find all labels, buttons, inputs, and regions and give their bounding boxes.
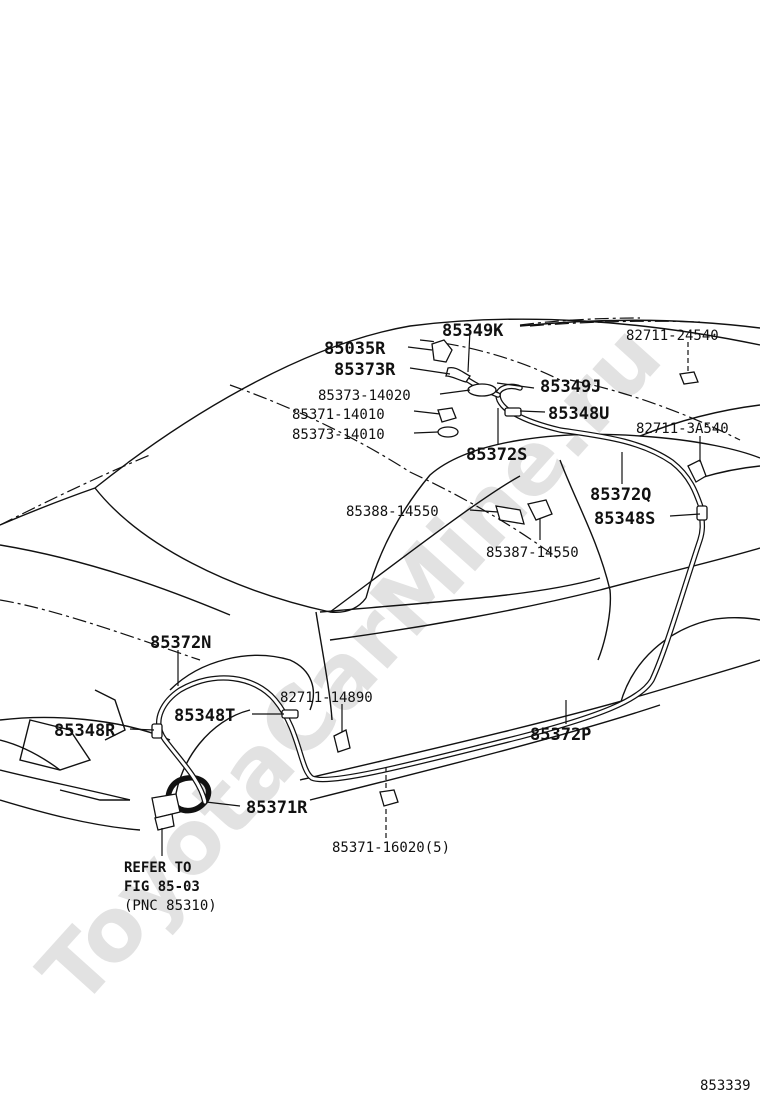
- reference-note: REFER TO FIG 85-03 (PNC 85310): [124, 860, 217, 914]
- small-parts: [151, 339, 707, 831]
- bracket-85387-14550: [527, 499, 553, 521]
- figure-id: 853339: [700, 1078, 751, 1094]
- note-line-3: (PNC 85310): [124, 898, 217, 914]
- label-85348U: 85348U: [548, 404, 609, 424]
- phantom-lines: [0, 317, 741, 661]
- label-82711-24540: 82711-24540: [626, 328, 719, 344]
- joint-85348U: [504, 407, 522, 417]
- joint-85348T: [281, 709, 299, 719]
- joint-85348R: [151, 723, 163, 739]
- note-line-1: REFER TO: [124, 860, 191, 876]
- grommet-85373-14020: [467, 383, 497, 397]
- label-82711-14890: 82711-14890: [280, 690, 373, 706]
- label-85372P: 85372P: [530, 725, 591, 745]
- part-labels: 85349K 85035R 85373R 85373-14020 85349J …: [54, 321, 729, 856]
- pump-outline: [151, 793, 181, 819]
- leader-lines: [129, 329, 701, 856]
- clip-85371-14010: [437, 407, 457, 423]
- label-85371R: 85371R: [246, 798, 308, 818]
- label-85348R: 85348R: [54, 721, 116, 741]
- label-85371-16020: 85371-16020(5): [332, 840, 450, 856]
- nozzle-85035R: [431, 339, 453, 363]
- valve-85388-14550: [495, 505, 525, 525]
- label-85348T: 85348T: [174, 706, 235, 726]
- label-85373R: 85373R: [334, 360, 396, 380]
- label-85372S: 85372S: [466, 445, 527, 465]
- clamp-82711-24540: [679, 371, 699, 385]
- label-85372N: 85372N: [150, 633, 211, 653]
- label-82711-3A540: 82711-3A540: [636, 421, 729, 437]
- label-85371-14010: 85371-14010: [292, 407, 385, 423]
- car-body-outline: [0, 318, 760, 831]
- pump-base: [154, 813, 175, 831]
- label-85348S: 85348S: [594, 509, 655, 529]
- grommet-85373-14010: [437, 426, 459, 438]
- hose-85373R: [445, 366, 471, 383]
- clamp-82711-3A540: [687, 459, 707, 483]
- joint-85348S: [696, 505, 708, 521]
- label-85388-14550: 85388-14550: [346, 504, 439, 520]
- label-85035R: 85035R: [324, 339, 386, 359]
- label-85373-14010: 85373-14010: [292, 427, 385, 443]
- label-85349J: 85349J: [540, 377, 601, 397]
- label-85372Q: 85372Q: [590, 485, 651, 505]
- clip-85371-16020: [379, 789, 399, 807]
- label-85349K: 85349K: [442, 321, 504, 341]
- note-line-2: FIG 85-03: [124, 879, 200, 895]
- label-85387-14550: 85387-14550: [486, 545, 579, 561]
- label-85373-14020: 85373-14020: [318, 388, 411, 404]
